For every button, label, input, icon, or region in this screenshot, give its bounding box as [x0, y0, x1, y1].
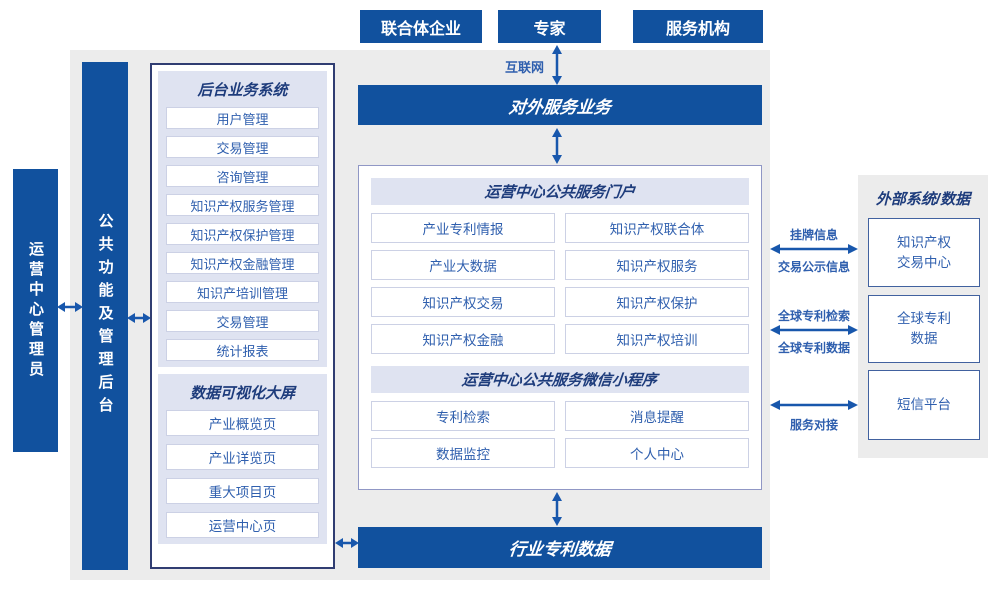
- center-service-box: 运营中心公共服务门户 产业专利情报 知识产权联合体 产业大数据 知识产权服务 知…: [358, 165, 762, 490]
- external-service-bar: 对外服务业务: [358, 85, 762, 125]
- portal-item: 知识产权服务: [565, 250, 749, 280]
- viz-item: 产业详览页: [166, 444, 319, 470]
- backend-business-system-panel: 后台业务系统 用户管理 交易管理 咨询管理 知识产权服务管理 知识产权保护管理 …: [158, 71, 327, 367]
- left-admin-panel: 后台业务系统 用户管理 交易管理 咨询管理 知识产权服务管理 知识产权保护管理 …: [150, 63, 335, 569]
- portal-item: 知识产权联合体: [565, 213, 749, 243]
- portal-item: 产业大数据: [371, 250, 555, 280]
- admin-backend-arrow-icon: [57, 302, 83, 312]
- link-label-trade-publicity: 交易公示信息: [777, 260, 850, 274]
- operation-center-admin-bar: 运营中心管理员: [13, 169, 58, 452]
- viz-item: 产业概览页: [166, 410, 319, 436]
- miniprogram-item: 消息提醒: [565, 401, 749, 431]
- listing-info-arrow-icon: [770, 244, 858, 254]
- portal-header: 运营中心公共服务门户: [371, 178, 749, 205]
- service-link-arrow-icon: [770, 400, 858, 410]
- link-label-global-patent-search: 全球专利检索: [777, 309, 850, 323]
- miniprogram-header: 运营中心公共服务微信小程序: [371, 366, 749, 393]
- backend-item: 交易管理: [166, 310, 319, 332]
- backend-item: 知识产培训管理: [166, 281, 319, 303]
- link-label-global-patent-data: 全球专利数据: [777, 341, 850, 355]
- portal-item: 产业专利情报: [371, 213, 555, 243]
- miniprogram-title: 运营中心公共服务微信小程序: [461, 372, 659, 389]
- portal-title: 运营中心公共服务门户: [483, 184, 636, 201]
- industry-patent-label: 行业专利数据: [507, 540, 612, 559]
- backend-item: 交易管理: [166, 136, 319, 158]
- portal-data-arrow-icon: [552, 492, 562, 526]
- actor-consortium-enterprise: 联合体企业: [360, 10, 482, 43]
- viz-patentbar-arrow-icon: [335, 538, 359, 548]
- backend-panel-title: 后台业务系统: [197, 82, 288, 99]
- global-patent-arrow-icon: [770, 325, 858, 335]
- system-label-line1: 全球专利: [897, 311, 951, 327]
- system-label-line2: 数据: [910, 331, 938, 346]
- backend-panel-arrow-icon: [127, 313, 151, 323]
- system-label-line1: 短信平台: [897, 397, 951, 413]
- public-functions-backend-bar: 公共功能及管理后台: [82, 62, 128, 570]
- backend-bar-label: 公共功能及管理后台: [96, 212, 114, 420]
- viz-panel-title: 数据可视化大屏: [189, 385, 295, 402]
- industry-patent-data-bar: 行业专利数据: [358, 527, 762, 568]
- portal-item: 知识产权交易: [371, 287, 555, 317]
- internet-label: 互联网: [504, 60, 544, 75]
- portal-item: 知识产权保护: [565, 287, 749, 317]
- backend-item: 知识产权服务管理: [166, 194, 319, 216]
- miniprogram-item: 数据监控: [371, 438, 555, 468]
- backend-item: 知识产权保护管理: [166, 223, 319, 245]
- portal-item: 知识产权培训: [565, 324, 749, 354]
- system-label-line2: 交易中心: [897, 254, 951, 270]
- actor-expert: 专家: [498, 10, 601, 43]
- miniprogram-grid: 专利检索 消息提醒 数据监控 个人中心: [371, 401, 749, 468]
- miniprogram-item: 个人中心: [565, 438, 749, 468]
- backend-item: 统计报表: [166, 339, 319, 361]
- system-ip-trading-center: 知识产权 交易中心: [868, 218, 980, 287]
- portal-grid: 产业专利情报 知识产权联合体 产业大数据 知识产权服务 知识产权交易 知识产权保…: [371, 213, 749, 354]
- internet-arrow-icon: [552, 45, 562, 85]
- actor-label: 联合体企业: [380, 20, 461, 38]
- backend-item: 用户管理: [166, 107, 319, 129]
- link-label-listing-info: 挂牌信息: [789, 228, 838, 242]
- system-label-line1: 知识产权: [897, 234, 951, 250]
- link-label-service-docking: 服务对接: [789, 418, 838, 432]
- external-systems-title: 外部系统/数据: [875, 191, 971, 208]
- external-service-label: 对外服务业务: [507, 97, 612, 117]
- viz-item: 重大项目页: [166, 478, 319, 504]
- backend-item: 知识产权金融管理: [166, 252, 319, 274]
- data-visualization-panel: 数据可视化大屏 产业概览页 产业详览页 重大项目页 运营中心页: [158, 374, 327, 544]
- actor-label: 服务机构: [665, 20, 730, 38]
- service-portal-arrow-icon: [552, 128, 562, 164]
- admin-bar-label: 运营中心管理员: [27, 240, 44, 381]
- system-sms-platform: 短信平台: [868, 370, 980, 440]
- portal-item: 知识产权金融: [371, 324, 555, 354]
- miniprogram-item: 专利检索: [371, 401, 555, 431]
- system-global-patent-data: 全球专利 数据: [868, 295, 980, 363]
- actor-label: 专家: [533, 20, 566, 38]
- backend-item: 咨询管理: [166, 165, 319, 187]
- viz-item: 运营中心页: [166, 512, 319, 538]
- actor-service-organization: 服务机构: [633, 10, 763, 43]
